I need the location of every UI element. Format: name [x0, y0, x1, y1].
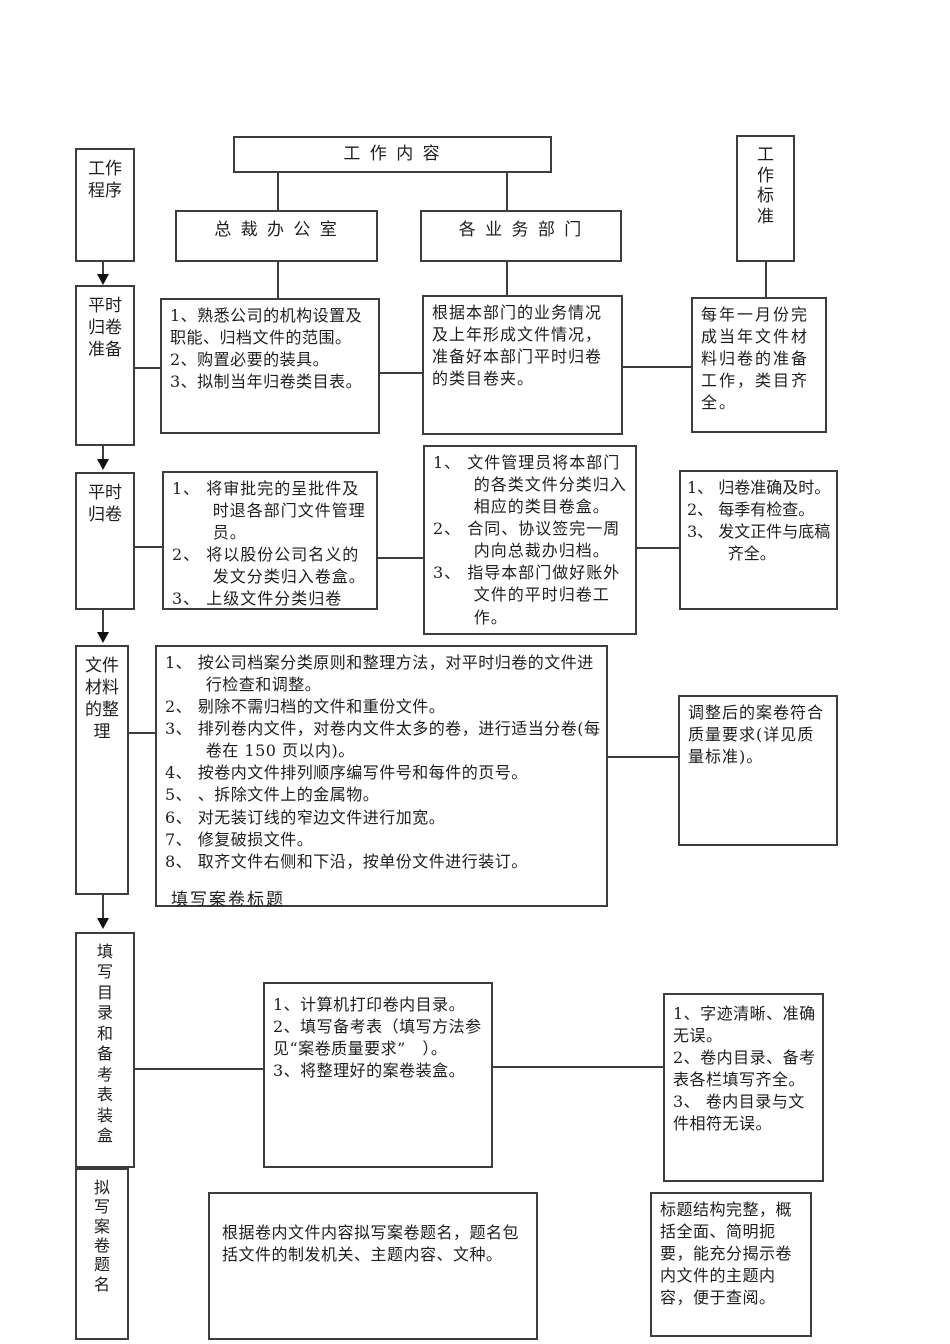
list-item: 3、 卷内目录与文件相符无误。 — [673, 1092, 805, 1134]
stage-filing-label: 平时 归卷 — [88, 483, 122, 526]
list-item: 3、 排列卷内文件，对卷内文件太多的卷，进行适当分卷(每卷在 150 页以内)。 — [165, 719, 601, 761]
list-item: 1、 归卷准确及时。 — [687, 478, 831, 497]
arrow-down-3-shaft — [102, 610, 104, 633]
stage-title-writing: 拟 写 案 卷 题 名 — [75, 1168, 129, 1340]
stage-catalog-label: 填 写 目 录 和 备 考 表 装 盒 — [96, 942, 113, 1146]
list-item: 3、 上级文件分类归卷 — [172, 589, 343, 609]
stage-catalog: 填 写 目 录 和 备 考 表 装 盒 — [75, 932, 135, 1168]
box-arrange-tasks: 1、 按公司档案分类原则和整理方法，对平时归卷的文件进行检查和调整。 2、 剔除… — [155, 645, 608, 907]
connector-arrange-stage-to-tasks — [129, 732, 155, 734]
arrow-down-3-icon — [97, 632, 109, 643]
business-departments-label: 各 业 务 部 门 — [458, 220, 584, 240]
list-item: 3、 指导本部门做好账外文件的平时归卷工作。 — [433, 563, 621, 627]
paragraph: 根据卷内文件内容拟写案卷题名，题名包括文件的制发机关、主题内容、文种。 — [222, 1223, 520, 1265]
box-prepare-department-task: 根据本部门的业务情况及上年形成文件情况，准备好本部门平时归卷的类目卷夹。 — [422, 295, 623, 435]
box-filing-office-tasks: 1、 将审批完的呈批件及时退各部门文件管理员。 2、 将以股份公司名义的发文分类… — [162, 471, 378, 610]
connector-filing-stage-to-office — [135, 546, 162, 548]
box-filing-standards: 1、 归卷准确及时。 2、 每季有检查。 3、 发文正件与底稿齐全。 — [679, 470, 838, 610]
list-item: 2、卷内目录、备考表各栏填写齐全。 — [673, 1048, 816, 1090]
connector-filing-dept-to-standard — [637, 547, 679, 549]
work-procedure-label: 工作 程序 — [88, 159, 122, 202]
list-item: 3、拟制当年归卷类目表。 — [170, 372, 363, 392]
arrow-down-2-shaft — [102, 446, 104, 460]
paragraph: 根据本部门的业务情况及上年形成文件情况，准备好本部门平时归卷的类目卷夹。 — [432, 303, 603, 389]
connector-prepare-office-to-dept — [378, 372, 422, 374]
list-item: 2、 每季有检查。 — [687, 500, 815, 520]
paragraph: 调整后的案卷符合质量要求(详见质量标准)。 — [688, 703, 825, 767]
paragraph: 每年一月份完成当年文件材料归卷的准备工作，类目齐全。 — [701, 305, 810, 413]
stage-arrange: 文件 材料 的整 理 — [75, 645, 129, 895]
stage-title-writing-label: 拟 写 案 卷 题 名 — [93, 1178, 110, 1294]
connector-arrange-tasks-to-standard — [608, 756, 678, 758]
list-item: 1、 按公司档案分类原则和整理方法，对平时归卷的文件进行检查和调整。 — [165, 653, 594, 695]
list-item: 2、 合同、协议签完一周内向总裁办归档。 — [433, 519, 621, 561]
list-item: 2、 剔除不需归档的文件和重份文件。 — [165, 697, 446, 717]
list-item: 1、熟悉公司的机构设置及职能、归档文件的范围。 — [170, 306, 363, 348]
stage-filing: 平时 归卷 — [75, 472, 135, 610]
box-president-office: 总 裁 办 公 室 — [175, 210, 378, 262]
connector-content-to-office — [277, 173, 279, 210]
connector-filing-office-to-dept — [378, 557, 423, 559]
box-filing-department-tasks: 1、 文件管理员将本部门的各类文件分类归入相应的类目卷盒。 2、 合同、协议签完… — [423, 445, 637, 635]
list-item: 8、 取齐文件右侧和下沿，按单份文件进行装订。 — [165, 851, 528, 871]
connector-content-to-departments — [506, 173, 508, 210]
box-prepare-standard: 每年一月份完成当年文件材料归卷的准备工作，类目齐全。 — [691, 297, 827, 433]
list-item: 7、 修复破损文件。 — [165, 829, 314, 849]
list-item: 5、 、拆除文件上的金属物。 — [165, 785, 380, 805]
box-catalog-tasks: 1、计算机打印卷内目录。 2、填写备考表（填写方法参见“案卷质量要求” ）。 3… — [263, 982, 493, 1168]
box-arrange-standard: 调整后的案卷符合质量要求(详见质量标准)。 — [678, 695, 838, 846]
box-prepare-office-tasks: 1、熟悉公司的机构设置及职能、归档文件的范围。 2、购置必要的装具。 3、拟制当… — [160, 298, 380, 434]
arrow-down-1-shaft — [102, 262, 104, 276]
list-item: 3、 发文正件与底稿齐全。 — [687, 522, 831, 564]
arrow-down-2-icon — [97, 459, 109, 470]
connector-standard-to-prepare — [765, 262, 767, 297]
connector-departments-to-prepare — [506, 262, 508, 295]
arrow-down-4-icon — [97, 918, 109, 929]
list-item: 2、 将以股份公司名义的发文分类归入卷盒。 — [172, 545, 366, 587]
stage-arrange-label: 文件 材料 的整 理 — [85, 656, 119, 743]
list-item: 3、将整理好的案卷装盒。 — [273, 1061, 466, 1081]
box-title-task: 根据卷内文件内容拟写案卷题名，题名包括文件的制发机关、主题内容、文种。 — [208, 1192, 538, 1340]
stage-prepare-label: 平时 归卷 准备 — [88, 296, 122, 361]
list-item: 1、 将审批完的呈批件及时退各部门文件管理员。 — [172, 479, 366, 543]
connector-catalog-tasks-to-standard — [493, 1066, 663, 1068]
list-item: 1、 文件管理员将本部门的各类文件分类归入相应的类目卷盒。 — [433, 453, 627, 517]
list-item: 2、填写备考表（填写方法参见“案卷质量要求” ）。 — [273, 1017, 482, 1059]
president-office-label: 总 裁 办 公 室 — [214, 220, 339, 240]
connector-prepare-dept-to-standard — [623, 366, 691, 368]
box-work-content: 工 作 内 容 — [233, 136, 552, 173]
box-work-procedure: 工作 程序 — [75, 148, 135, 262]
connector-catalog-stage-to-tasks — [135, 1068, 263, 1070]
list-item: 1、计算机打印卷内目录。 — [273, 995, 466, 1014]
clipped-note-fill-title: 填写案卷标题 — [171, 890, 285, 907]
connector-prepare-stage-to-office — [135, 367, 162, 369]
list-item: 4、 按卷内文件排列顺序编写件号和每件的页号。 — [165, 763, 528, 783]
work-content-label: 工 作 内 容 — [343, 143, 442, 164]
box-catalog-standards: 1、字迹清晰、准确无误。 2、卷内目录、备考表各栏填写齐全。 3、 卷内目录与文… — [663, 993, 824, 1182]
list-item: 2、购置必要的装具。 — [170, 350, 330, 370]
list-item: 1、字迹清晰、准确无误。 — [673, 1004, 816, 1046]
work-standard-label: 工 作 标 准 — [757, 145, 774, 228]
box-title-standard: 标题结构完整，概括全面、简明扼要，能充分揭示卷内文件的主题内容，便于查阅。 — [650, 1192, 812, 1337]
box-work-standard: 工 作 标 准 — [736, 135, 795, 262]
paragraph: 标题结构完整，概括全面、简明扼要，能充分揭示卷内文件的主题内容，便于查阅。 — [660, 1200, 793, 1308]
connector-office-to-prepare — [277, 262, 279, 298]
list-item: 6、 对无装订线的窄边文件进行加宽。 — [165, 807, 446, 827]
arrow-down-1-icon — [97, 274, 109, 285]
box-business-departments: 各 业 务 部 门 — [420, 210, 622, 262]
arrow-down-4-shaft — [102, 895, 104, 919]
stage-prepare: 平时 归卷 准备 — [75, 285, 135, 446]
